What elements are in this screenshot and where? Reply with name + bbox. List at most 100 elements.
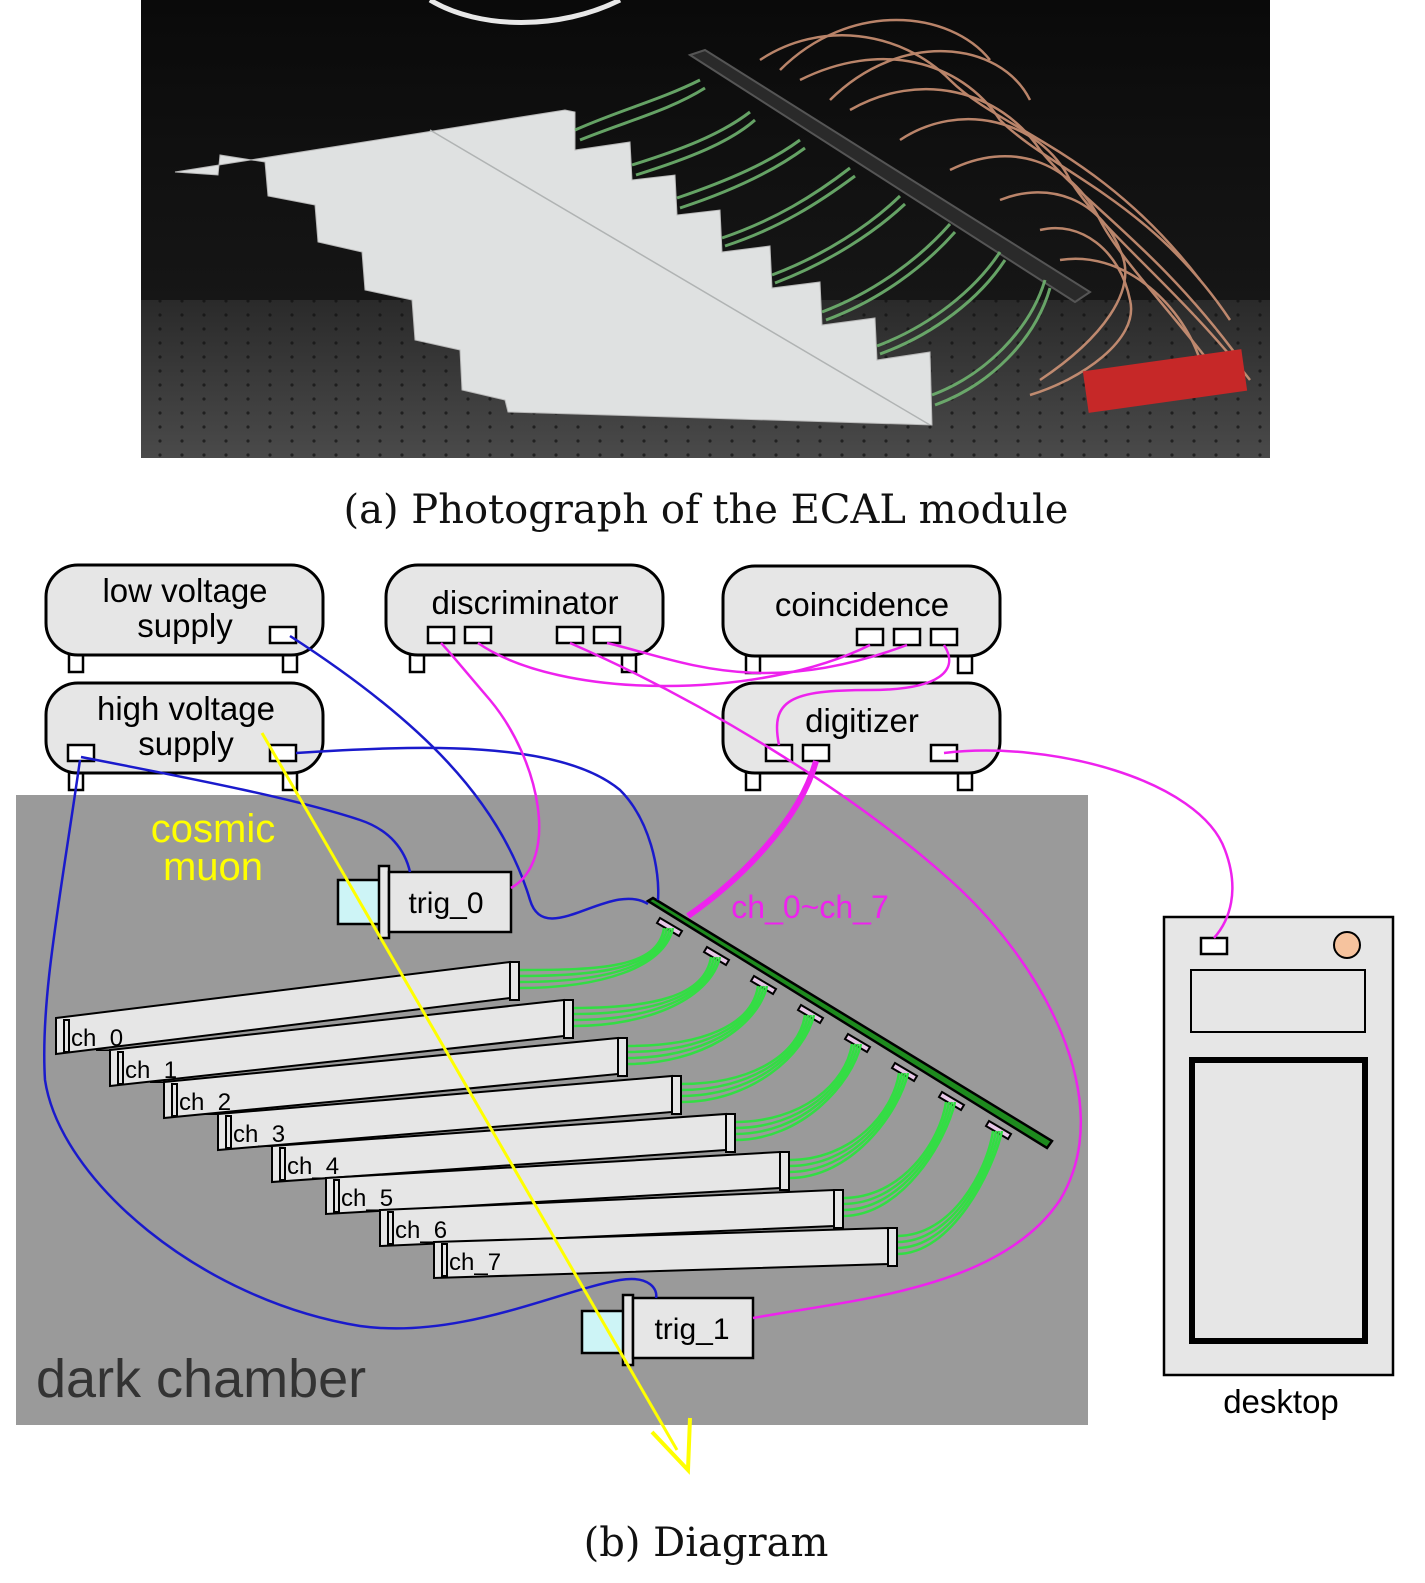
high-voltage-supply: high voltage supply: [44, 681, 325, 775]
fiber-6-1: [842, 1101, 951, 1206]
fiber-4-3: [734, 1043, 863, 1142]
trig1-to-disc: [569, 641, 1083, 1320]
desktop-usb-port[interactable]: [1199, 936, 1229, 956]
dark-chamber-label: dark chamber: [36, 1349, 366, 1409]
channel-label-3: ch_3: [233, 1121, 285, 1148]
coincidence-unit: coincidence: [721, 564, 1002, 658]
bar-end-cap-right-0: [509, 961, 520, 1001]
case-panel: [1189, 1057, 1368, 1344]
caption-b: (b) Diagram: [584, 1520, 829, 1566]
bar-end-cap-right-5: [779, 1151, 790, 1191]
fiber-4-0: [734, 1043, 854, 1124]
fiber-5-1: [788, 1072, 904, 1168]
hv-cable-trig0: [80, 755, 412, 873]
cosmic-muon-trajectory: [260, 732, 692, 1475]
staircase-absorber: [174, 109, 933, 426]
hv-cable-board: [295, 746, 660, 901]
channel-label-1: ch_1: [125, 1057, 177, 1084]
fiber-0-3: [518, 927, 675, 990]
fiber-3-3: [680, 1014, 816, 1104]
coinc-port-1[interactable]: [855, 627, 885, 647]
drive-bay: [1190, 969, 1366, 1033]
disc-to-coinc-b: [606, 641, 908, 675]
svg-text:supply: supply: [137, 607, 233, 644]
fiber-1-2: [572, 956, 719, 1022]
fiber-0-1: [518, 927, 669, 978]
digi-input-port[interactable]: [801, 743, 831, 763]
trigger-counter-1: trig_1: [580, 1293, 755, 1367]
power-button-icon[interactable]: [1333, 931, 1361, 959]
cosmic-muon-label-2: muon: [163, 845, 263, 889]
fiber-7-2: [896, 1130, 1001, 1250]
fiber-1-1: [572, 956, 716, 1016]
disc-port-3[interactable]: [555, 625, 585, 645]
channel-label-6: ch_6: [395, 1217, 447, 1244]
readout-board-photo: [687, 48, 1092, 304]
low-voltage-supply: low voltage supply: [44, 563, 325, 657]
trig0-to-disc: [440, 642, 541, 890]
channel-label-0: ch_0: [71, 1025, 123, 1052]
bar-end-cap-left-4: [279, 1147, 286, 1181]
disc-port-1[interactable]: [426, 625, 456, 645]
bar-end-cap-right-4: [725, 1113, 736, 1153]
bar-end-cap-left-7: [441, 1243, 448, 1277]
desktop-computer: [1162, 915, 1395, 1377]
fiber-2-1: [626, 985, 763, 1054]
ecal-photograph: [141, 0, 1270, 458]
fiber-3-0: [680, 1014, 807, 1086]
channel-label-7: ch_7: [449, 1249, 501, 1276]
bar-end-cap-left-1: [117, 1051, 124, 1085]
channel-label-2: ch_2: [179, 1089, 231, 1116]
lv-cable: [289, 634, 649, 920]
lv-output-port[interactable]: [268, 625, 298, 645]
bar-end-cap-left-6: [387, 1211, 394, 1245]
fiber-7-0: [896, 1130, 995, 1238]
fiber-3-2: [680, 1014, 813, 1098]
digitizer: digitizer: [721, 681, 1002, 775]
fiber-5-2: [788, 1072, 907, 1174]
channel-label-5: ch_5: [341, 1185, 393, 1212]
readout-board: [645, 896, 1054, 1150]
desktop-label: desktop: [1223, 1383, 1339, 1420]
fiber-2-2: [626, 985, 766, 1060]
svg-text:coincidence: coincidence: [775, 586, 949, 623]
digitizer-to-desktop: [943, 749, 1234, 939]
bar-end-cap-right-2: [617, 1037, 628, 1077]
disc-port-4[interactable]: [592, 625, 622, 645]
svg-text:discriminator: discriminator: [431, 584, 618, 621]
power-cables: [42, 634, 660, 1330]
channel-label-4: ch_4: [287, 1153, 339, 1180]
fiber-2-0: [626, 985, 760, 1048]
bar-end-cap-left-0: [63, 1019, 70, 1053]
bar-end-cap-right-1: [563, 999, 574, 1039]
hv-cable-trig1: [42, 759, 658, 1330]
coinc-port-3[interactable]: [929, 627, 959, 647]
coinc-port-2[interactable]: [892, 627, 922, 647]
fiber-1-3: [572, 956, 722, 1028]
fiber-6-0: [842, 1101, 948, 1200]
cosmic-muon-label: cosmic: [151, 807, 275, 851]
discriminator: discriminator: [384, 563, 665, 657]
setup-diagram: low voltage supply high voltage supply d…: [16, 563, 1395, 1475]
fiber-1-0: [572, 956, 713, 1010]
fiber-0-2: [518, 927, 672, 984]
bar-end-cap-left-5: [333, 1179, 340, 1213]
fiber-5-3: [788, 1072, 910, 1180]
wavelength-shifting-fibers: [518, 927, 1004, 1256]
svg-text:trig_0: trig_0: [408, 887, 483, 920]
fiber-0-0: [518, 927, 666, 972]
bar-end-cap-right-7: [887, 1227, 898, 1267]
fiber-7-3: [896, 1130, 1004, 1256]
fiber-6-3: [842, 1101, 957, 1218]
caption-a: (a) Photograph of the ECAL module: [344, 487, 1069, 533]
svg-text:supply: supply: [138, 725, 234, 762]
bus-label: ch_0~ch_7: [731, 889, 888, 925]
scintillator-layers: ch_0ch_1ch_2ch_3ch_4ch_5ch_6ch_7: [55, 960, 898, 1280]
board-to-digitizer: [686, 760, 819, 919]
fiber-4-2: [734, 1043, 860, 1136]
svg-text:low voltage: low voltage: [102, 572, 267, 609]
fiber-4-1: [734, 1043, 857, 1130]
svg-text:high voltage: high voltage: [97, 690, 275, 727]
disc-port-2[interactable]: [463, 625, 493, 645]
